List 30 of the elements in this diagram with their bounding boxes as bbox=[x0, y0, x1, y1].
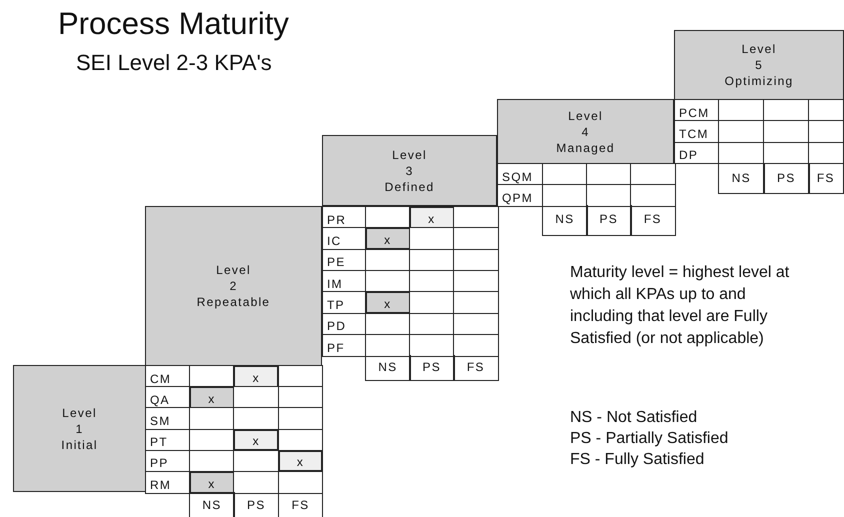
column-header: NS bbox=[365, 355, 410, 381]
subtitle: SEI Level 2-3 KPA's bbox=[76, 52, 272, 74]
kpa-code: TCM bbox=[674, 120, 720, 144]
level-box: Level 2 Repeatable bbox=[145, 206, 322, 366]
kpa-code: DP bbox=[674, 142, 720, 164]
column-header: NS bbox=[718, 162, 764, 194]
column-header: FS bbox=[808, 162, 844, 194]
column-header: NS bbox=[542, 205, 588, 236]
x-mark: x bbox=[365, 227, 410, 250]
level-box: Level 5 Optimizing bbox=[674, 30, 844, 100]
kpa-code: TP bbox=[322, 291, 366, 314]
column-header: FS bbox=[630, 205, 676, 236]
column-header: PS bbox=[586, 205, 632, 236]
title: Process Maturity bbox=[58, 6, 289, 42]
x-mark: x bbox=[189, 471, 235, 494]
column-header: FS bbox=[453, 355, 498, 381]
kpa-code: PF bbox=[322, 334, 366, 357]
abbreviation-note: FS - Fully Satisfied bbox=[570, 450, 704, 470]
kpa-code: QPM bbox=[497, 184, 544, 206]
level-box: Level 1 Initial bbox=[13, 365, 146, 492]
kpa-code: IC bbox=[322, 227, 366, 250]
abbreviation-note: PS - Partially Satisfied bbox=[570, 429, 728, 449]
level-box: Level 3 Defined bbox=[322, 135, 497, 206]
column-header: PS bbox=[409, 355, 454, 381]
column-header: PS bbox=[763, 162, 810, 194]
level-box: Level 4 Managed bbox=[497, 99, 674, 164]
x-mark: x bbox=[365, 291, 410, 314]
note-text: Maturity level = highest level at which all KPAs up to and including that level are Fully Satisfied (or not applicable) bbox=[570, 263, 790, 349]
abbreviation-note: NS - Not Satisfied bbox=[570, 408, 698, 428]
column-header: NS bbox=[189, 492, 235, 517]
